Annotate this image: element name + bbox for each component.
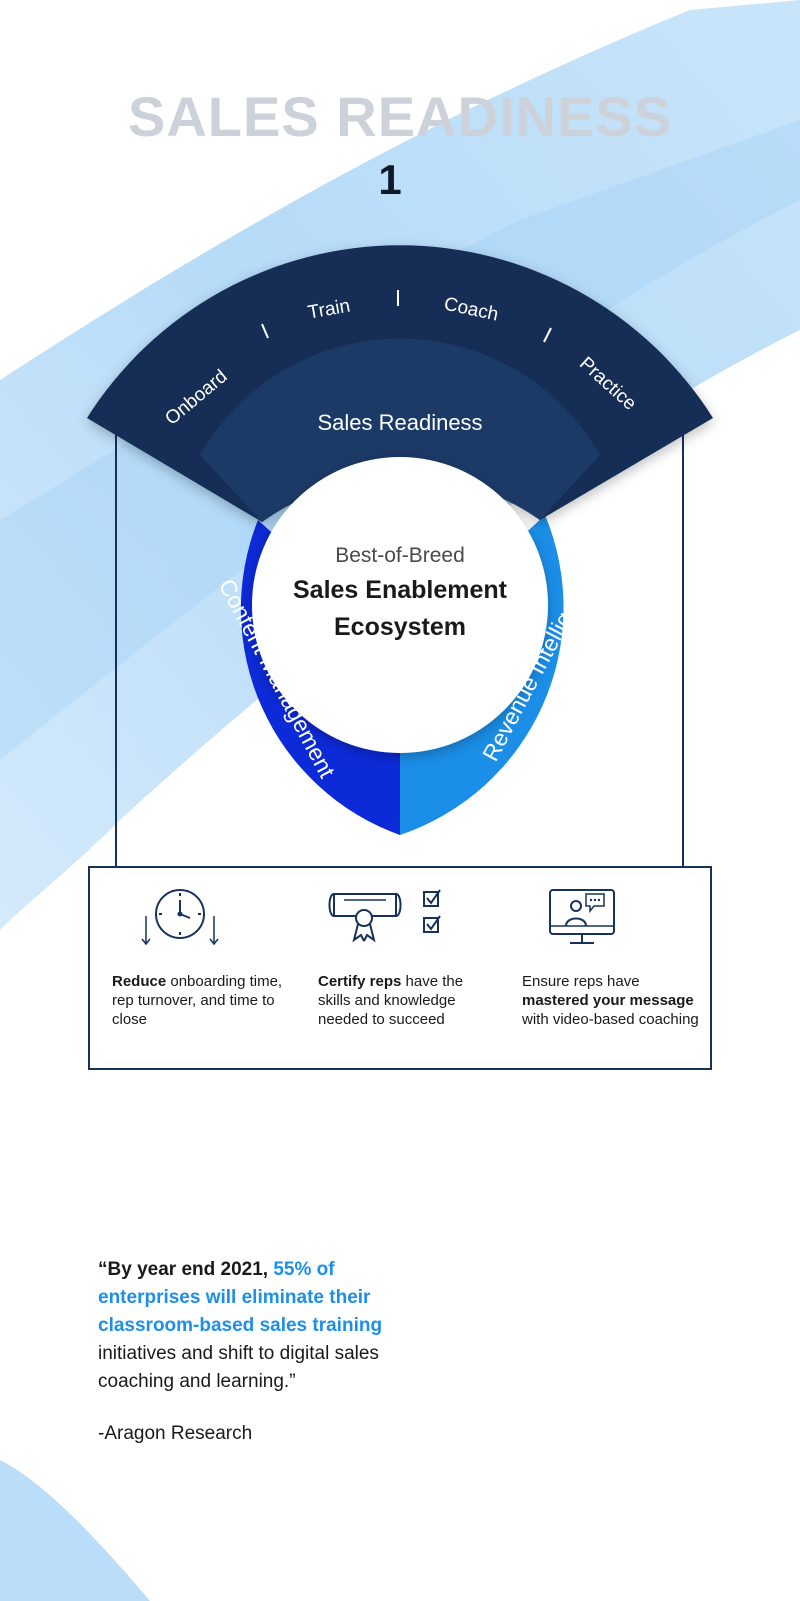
benefits-panel: Reduce onboarding time, rep turnover, an… bbox=[88, 866, 712, 1070]
video-coaching-icon bbox=[549, 889, 615, 944]
clock-icon bbox=[141, 889, 219, 946]
benefit-certify: Certify reps have the skills and knowled… bbox=[318, 973, 464, 1028]
center-title-line1: Sales Enablement bbox=[293, 576, 508, 604]
separator bbox=[543, 327, 552, 343]
segment-sales-readiness-inner bbox=[200, 338, 600, 522]
center-circle bbox=[252, 457, 548, 753]
separator bbox=[261, 323, 269, 339]
benefit-reduce: Reduce onboarding time, rep turnover, an… bbox=[112, 973, 283, 1028]
center-subtitle: Best-of-Breed bbox=[335, 544, 465, 567]
step-number: 1 bbox=[378, 156, 402, 203]
certificate-icon bbox=[328, 889, 441, 943]
benefit-mastered: Ensure reps have mastered your message w… bbox=[522, 973, 699, 1028]
page-title: SALES READINESS bbox=[128, 85, 672, 148]
quote-attribution: -Aragon Research bbox=[98, 1423, 253, 1444]
label-sales-readiness: Sales Readiness bbox=[317, 410, 482, 435]
research-quote: “By year end 2021, 55% of enterprises wi… bbox=[98, 1259, 383, 1392]
center-title-line2: Ecosystem bbox=[334, 613, 466, 641]
